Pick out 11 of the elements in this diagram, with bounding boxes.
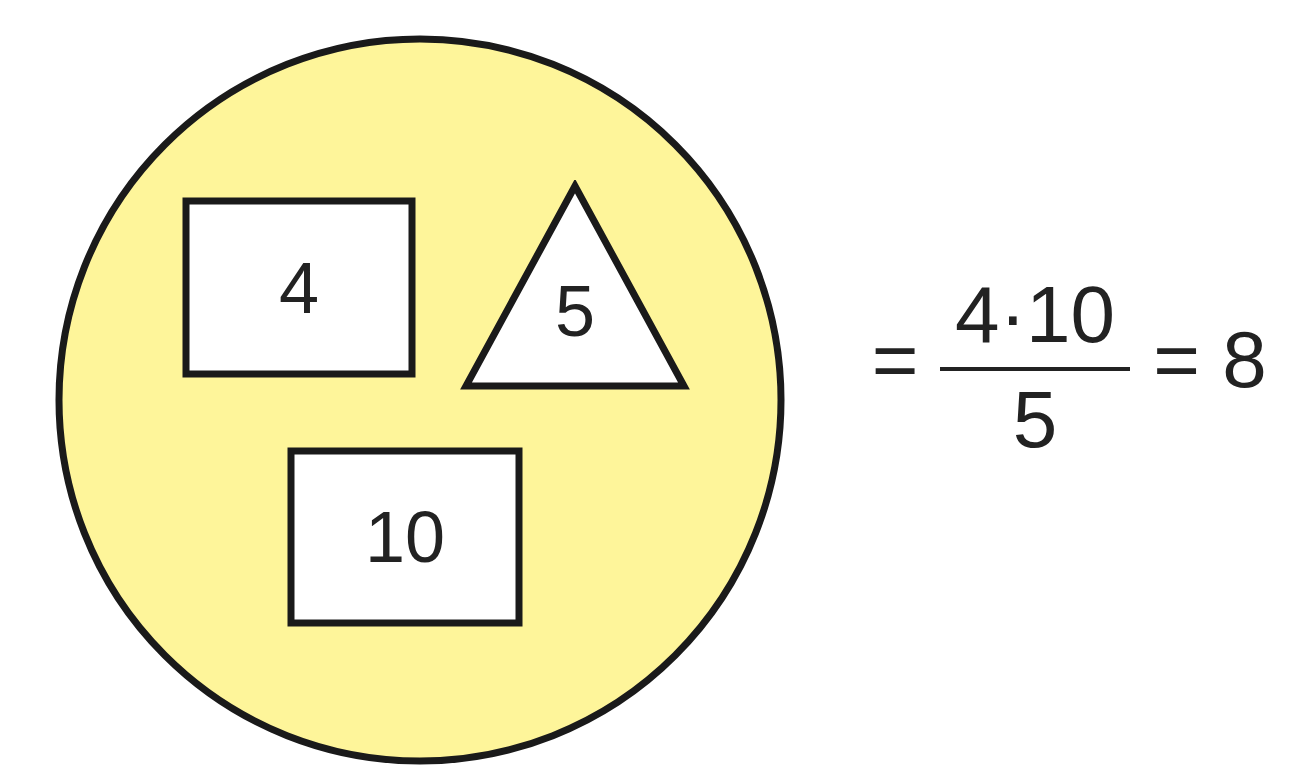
number-label: 10: [364, 501, 446, 573]
denominator: 5: [1012, 380, 1058, 460]
number-rectangle: [182, 197, 416, 378]
filled-circle: [55, 35, 785, 765]
number-triangle: [460, 180, 690, 392]
number-label: 5: [555, 275, 595, 348]
number-label: 4: [279, 251, 319, 324]
equals-sign: =: [871, 320, 919, 400]
result: = 8: [1153, 320, 1267, 400]
number-rectangle: [287, 447, 523, 627]
numerator: 4·10: [954, 275, 1116, 355]
